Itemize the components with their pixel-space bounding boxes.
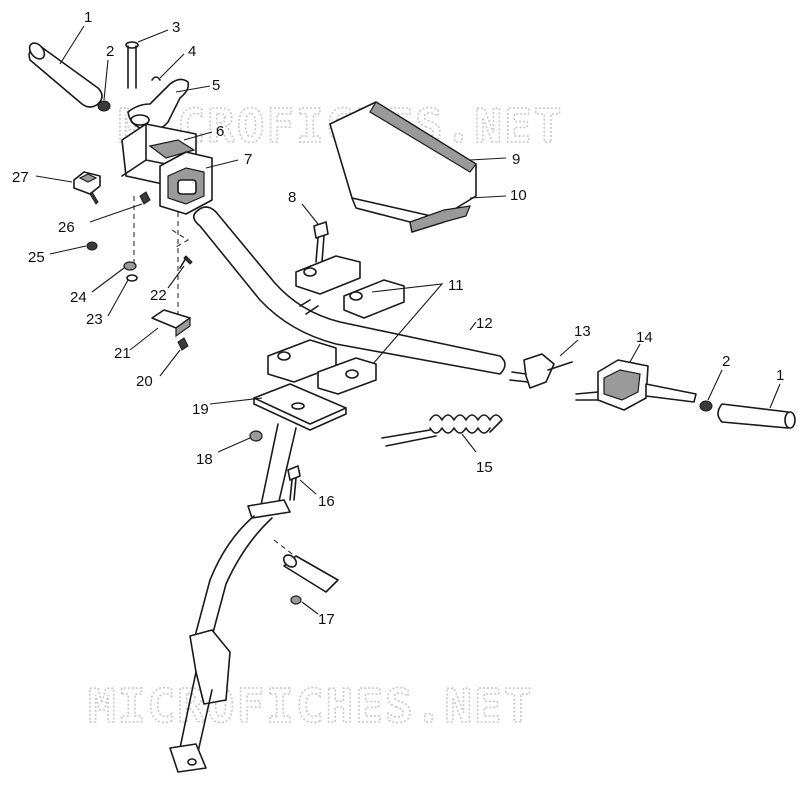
callout-6: 6 <box>216 123 224 140</box>
callout-11: 11 <box>448 277 464 294</box>
callout-22: 22 <box>150 287 167 304</box>
instrument-pod <box>329 101 507 233</box>
watermark-bottom: MICROFICHES.NET <box>88 679 533 733</box>
assembly-line-left-c <box>171 229 189 249</box>
callout-2-right: 2 <box>722 353 730 370</box>
callout-12: 12 <box>476 315 493 332</box>
post-bolt <box>287 465 317 501</box>
callout-26: 26 <box>58 219 75 236</box>
callout-13: 13 <box>574 323 591 340</box>
callout-17: 17 <box>318 611 335 628</box>
callout-15: 15 <box>476 459 493 476</box>
callout-4: 4 <box>188 43 196 60</box>
callout-3: 3 <box>172 19 180 36</box>
e-clip <box>151 53 185 81</box>
callout-18: 18 <box>196 451 213 468</box>
callout-9: 9 <box>512 151 520 168</box>
callout-25: 25 <box>28 249 45 266</box>
cover-plate <box>129 309 191 351</box>
mounting-plate <box>209 383 347 431</box>
callout-24: 24 <box>70 289 87 306</box>
spacer-tube <box>273 539 339 615</box>
lower-clamp <box>267 339 377 395</box>
hex-nut-18 <box>217 430 263 453</box>
coiled-cable <box>381 414 503 453</box>
brake-switch <box>509 339 579 389</box>
screw-20 <box>159 337 189 377</box>
callout-7: 7 <box>244 151 252 168</box>
kill-switch <box>35 171 101 205</box>
callout-8: 8 <box>288 189 296 206</box>
callout-19: 19 <box>192 401 209 418</box>
callout-10: 10 <box>510 187 527 204</box>
left-grip <box>28 25 103 108</box>
callout-1-left: 1 <box>84 9 92 26</box>
screw-22 <box>167 255 193 289</box>
callout-16: 16 <box>318 493 335 510</box>
bar-end-plug-left <box>97 59 111 112</box>
bar-end-plug-right <box>699 369 723 412</box>
callout-27: 27 <box>12 169 29 186</box>
throttle-pin <box>125 29 169 89</box>
callout-14: 14 <box>636 329 653 346</box>
steering-post <box>169 423 297 773</box>
upper-clamps <box>295 255 444 373</box>
callout-21: 21 <box>114 345 131 362</box>
master-cylinder <box>575 343 697 411</box>
callout-5: 5 <box>212 77 220 94</box>
throttle-housing-cover <box>159 151 239 215</box>
callout-1-right: 1 <box>776 367 784 384</box>
callout-2-left: 2 <box>106 43 114 60</box>
housing-screw <box>89 191 151 223</box>
callout-23: 23 <box>86 311 103 328</box>
hex-nut-25 <box>49 241 98 255</box>
clamp-bolt <box>301 203 329 263</box>
nut-and-washer <box>91 261 138 317</box>
callout-20: 20 <box>136 373 153 390</box>
right-grip <box>717 383 796 429</box>
handlebar <box>192 206 506 375</box>
